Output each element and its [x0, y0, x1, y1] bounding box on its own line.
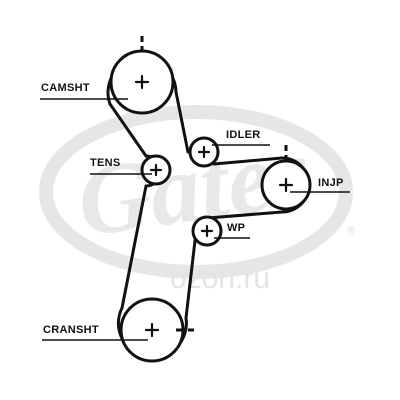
camshaft-label: CAMSHT — [41, 82, 90, 94]
camshaft-center-mark — [134, 74, 150, 90]
injection-pump-label: INJP — [318, 177, 344, 189]
crankshaft-center-mark — [144, 322, 160, 338]
tensioner-label: TENS — [90, 157, 121, 169]
water-pump-label: WP — [227, 222, 246, 234]
watermark-site-text: ozon.ru — [170, 262, 270, 295]
belt-span-tens-cam — [108, 102, 148, 158]
idler-label: IDLER — [226, 129, 261, 141]
idler-center-mark — [197, 145, 211, 159]
tensioner-center-mark — [149, 163, 163, 177]
belt-span-crank-tens — [120, 184, 148, 310]
belt-span-injp-wp — [206, 210, 284, 220]
wp-center-mark — [200, 224, 214, 238]
belt-span-wp-crank — [184, 230, 198, 320]
injp-center-mark — [278, 177, 294, 193]
belt-span-cam-idler — [174, 90, 190, 154]
belt-span-idler-injp — [212, 156, 284, 166]
watermark-registered-mark: ® — [347, 224, 356, 238]
crankshaft-label: CRANSHT — [43, 324, 99, 336]
